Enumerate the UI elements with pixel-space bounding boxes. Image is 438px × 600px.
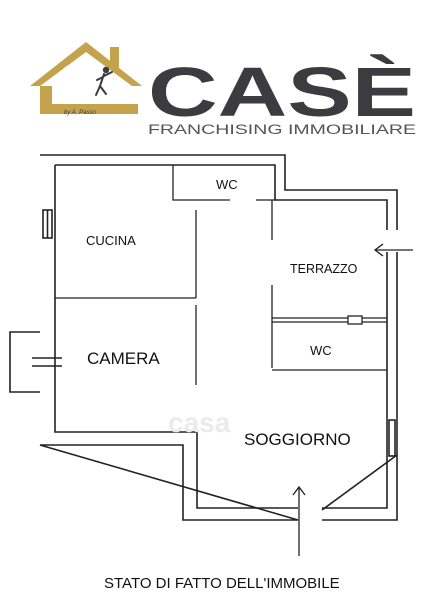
brand-logo: by A. Passo CASÈ FRANCHISING IMMOBILIARE	[30, 42, 416, 137]
room-labels: WC CUCINA TERRAZZO CAMERA WC SOGGIORNO	[86, 177, 358, 449]
label-terrazzo: TERRAZZO	[290, 262, 358, 276]
house-logo-icon: by A. Passo	[30, 42, 142, 116]
brand-name: CASÈ	[148, 53, 416, 131]
exterior-walls	[39, 154, 398, 521]
label-soggiorno: SOGGIORNO	[244, 430, 351, 449]
watermark: casa	[168, 407, 231, 438]
window-cucina	[42, 209, 53, 239]
plan-caption: STATO DI FATTO DELL'IMMOBILE	[104, 575, 340, 592]
arrow-up-icon	[292, 485, 306, 556]
window-soggiorno	[388, 419, 396, 457]
bay-window-annex	[9, 331, 62, 393]
label-wc-top: WC	[216, 177, 238, 192]
svg-text:by A. Passo: by A. Passo	[64, 110, 96, 116]
entrance-arrows	[292, 243, 413, 556]
floor-plan	[9, 154, 398, 521]
label-wc-bottom: WC	[310, 343, 332, 358]
brand-tagline: FRANCHISING IMMOBILIARE	[148, 122, 416, 137]
label-cucina: CUCINA	[86, 233, 136, 248]
label-camera: CAMERA	[87, 349, 160, 368]
arrow-left-icon	[373, 243, 413, 257]
interior-walls	[55, 165, 387, 385]
